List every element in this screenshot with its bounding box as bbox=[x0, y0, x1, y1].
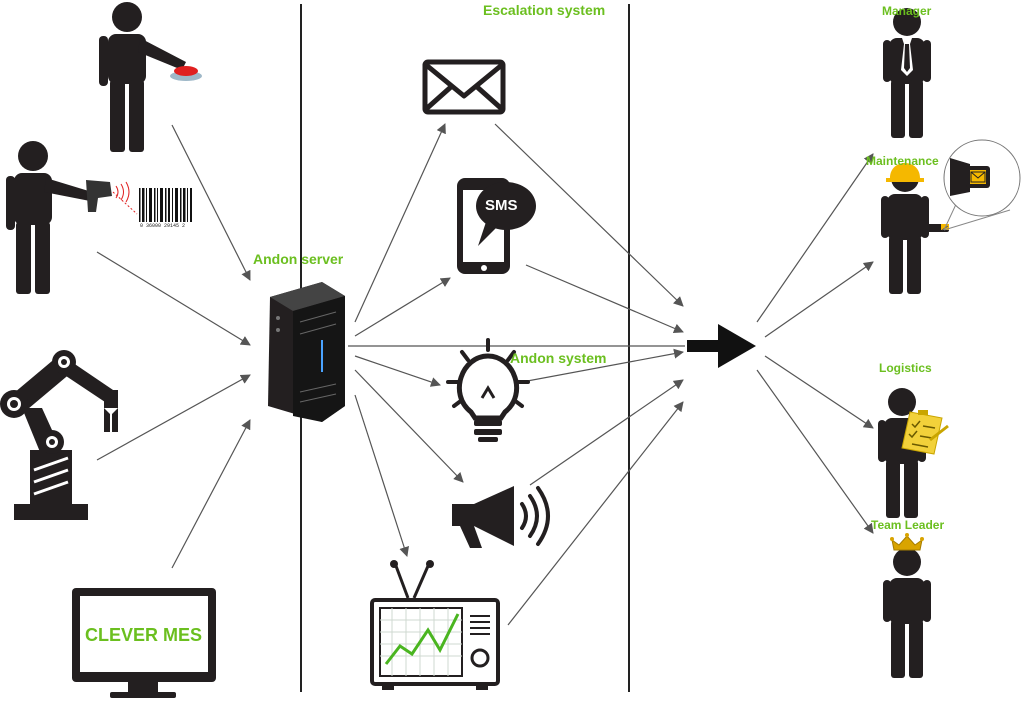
barcode-digits: 0 36000 29145 2 bbox=[140, 223, 186, 229]
light-bulb-icon bbox=[446, 338, 530, 442]
andon-server-label: Andon server bbox=[253, 251, 344, 267]
operator-scanning-barcode-icon bbox=[6, 141, 192, 294]
server-arrows bbox=[354, 123, 464, 557]
big-arrow-icon bbox=[687, 324, 756, 368]
maintenance-label: Maintenance bbox=[866, 154, 939, 168]
envelope-icon bbox=[422, 59, 506, 115]
manager-icon bbox=[883, 8, 931, 138]
sms-phone-icon bbox=[457, 178, 536, 274]
andon-system-label: Andon system bbox=[510, 350, 607, 366]
barcode-icon bbox=[139, 188, 192, 222]
escalation-system-label: Escalation system bbox=[483, 2, 606, 18]
team-leader-label: Team Leader bbox=[871, 518, 945, 532]
robot-arm-icon bbox=[0, 350, 118, 520]
manager-label: Manager bbox=[882, 4, 932, 18]
maintenance-worker-icon bbox=[881, 163, 949, 294]
smartwatch-callout-icon bbox=[941, 139, 1021, 231]
team-leader-icon bbox=[883, 533, 931, 678]
role-arrows bbox=[756, 153, 874, 534]
logistics-label: Logistics bbox=[879, 361, 932, 375]
tv-chart-icon bbox=[370, 560, 500, 690]
megaphone-icon bbox=[452, 486, 550, 548]
output-arrows bbox=[494, 123, 684, 626]
mes-monitor-icon bbox=[72, 588, 216, 698]
logistics-worker-icon bbox=[878, 388, 949, 518]
sms-bubble-text: SMS bbox=[485, 197, 518, 214]
server-icon bbox=[268, 282, 345, 422]
input-arrows bbox=[96, 124, 251, 569]
mes-screen-text: CLEVER MES bbox=[85, 625, 203, 645]
operator-pressing-button-icon bbox=[99, 2, 202, 152]
